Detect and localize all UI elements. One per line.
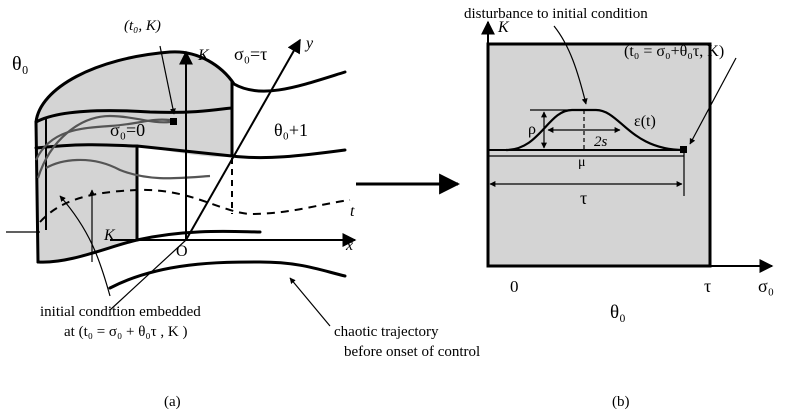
point-leader — [689, 57, 737, 145]
label-2s: 2s — [594, 134, 608, 150]
annotation-initial-line1: initial condition embedded — [40, 304, 201, 320]
label-K-b: K — [497, 19, 510, 36]
label-theta0-b: θ₀ — [610, 302, 626, 323]
theta0-top-edge — [34, 50, 347, 124]
initial-condition-curve-2 — [45, 158, 211, 180]
label-sigma-zero: σ₀=0 — [110, 120, 145, 140]
curve-to-point — [36, 114, 171, 179]
label-K-height: K — [103, 227, 116, 244]
epsilon-bump — [505, 108, 685, 152]
label-sigma-axis: σ₀ — [758, 276, 774, 296]
label-theta0-plus1: θ₀+1 — [274, 120, 308, 140]
domain-square — [486, 42, 712, 268]
label-eps: ε(t) — [634, 113, 656, 130]
surface-top-band — [36, 52, 232, 122]
chaotic-leader — [289, 277, 331, 327]
left-edge-outer — [34, 120, 40, 264]
label-t0K: (t₀, K) — [124, 18, 161, 34]
label-point-b: (t₀ = σ₀+θ₀τ, K) — [624, 43, 724, 60]
panel-a: θ₀ (t₀, K) K σ₀=τ y σ₀=0 θ₀+1 t x O K in… — [6, 18, 480, 410]
label-origin: O — [176, 243, 188, 260]
diagonal-axis-line — [109, 239, 187, 311]
label-y-axis: y — [304, 35, 314, 52]
label-K-axis: K — [197, 47, 210, 64]
annotation-chaotic-line2: before onset of control — [344, 344, 480, 360]
y-axis — [185, 38, 301, 241]
label-sigma-tau: σ₀=τ — [234, 44, 267, 64]
theta0-bottom-edge — [36, 238, 139, 264]
theta0-band-edge — [34, 106, 234, 124]
annotation-chaotic-line1: chaotic trajectory — [334, 324, 439, 340]
caption-b: (b) — [612, 394, 630, 410]
point-b-marker — [680, 146, 687, 153]
annotation-initial-line2: at (t₀ = σ₀ + θ₀τ , K ) — [64, 324, 187, 340]
label-x-axis: x — [345, 237, 353, 254]
title-leader — [553, 25, 588, 105]
point-t0K-marker — [170, 118, 177, 125]
title-disturbance: disturbance to initial condition — [464, 6, 648, 22]
label-t-axis: t — [350, 203, 355, 220]
label-theta0: θ₀ — [12, 53, 29, 75]
t0K-leader — [159, 45, 176, 115]
chaotic-trajectory — [108, 260, 347, 290]
theta0plus1-edge — [135, 229, 262, 242]
initial-condition-leader — [59, 195, 111, 297]
label-tau-span: τ — [580, 188, 587, 208]
tick-tau: τ — [704, 276, 711, 296]
label-mu: μ — [578, 155, 586, 170]
tick-zero: 0 — [510, 277, 519, 296]
trajectory-dashed — [39, 188, 351, 223]
caption-a: (a) — [164, 394, 181, 410]
label-rho: ρ — [528, 121, 536, 138]
panel-b: disturbance to initial condition K (t₀ =… — [464, 6, 774, 410]
theta0-lower-edge — [34, 143, 347, 160]
